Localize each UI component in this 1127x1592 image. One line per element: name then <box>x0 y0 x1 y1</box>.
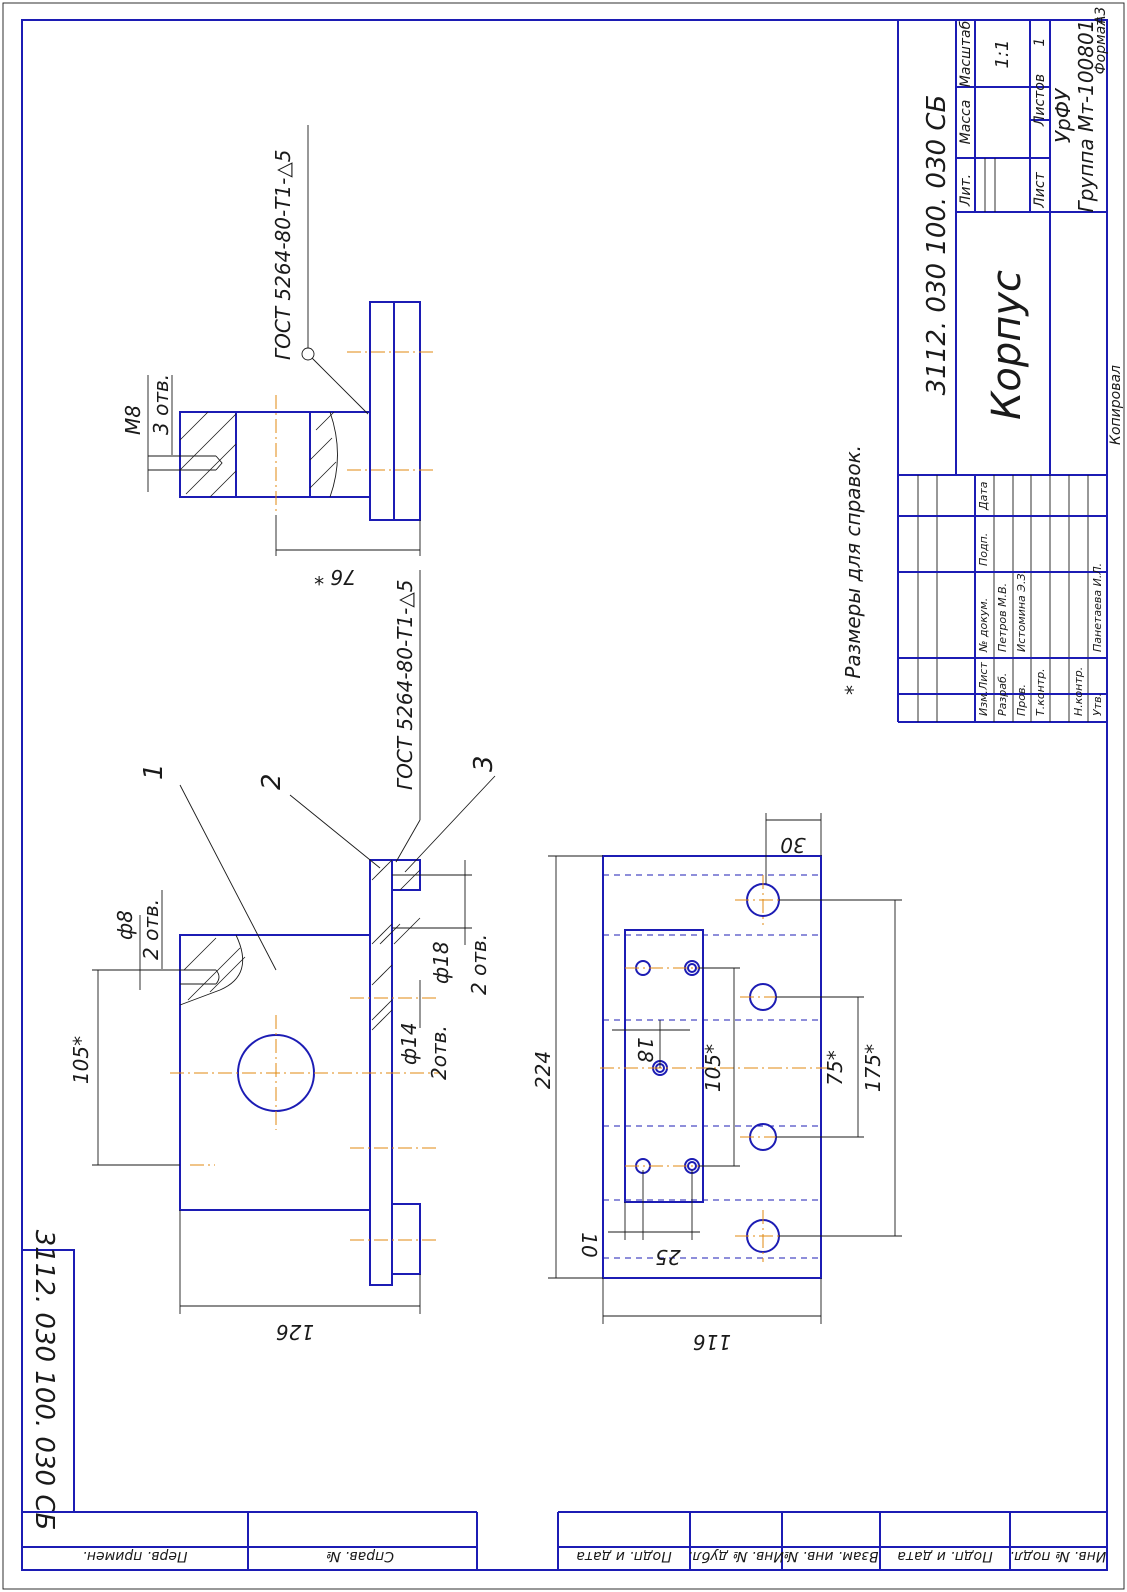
podp-date-1: Подп. и дата <box>576 1548 671 1564</box>
format-label: Формат <box>1093 17 1109 75</box>
vzam-inv: Взам. инв. № <box>783 1548 878 1564</box>
role-4: Н.контр. <box>1072 667 1085 716</box>
scale-label: Масштаб <box>958 20 974 87</box>
dim-d8-note: 2 отв. <box>139 899 163 960</box>
sprav-label: Справ. № <box>326 1548 394 1564</box>
dim-105-plan: 105* <box>701 1044 725 1092</box>
front-view <box>92 570 496 1314</box>
dim-25: 25 <box>655 1245 680 1269</box>
person-1: Истомина Э.З. <box>1015 570 1028 652</box>
inv-dubl: Инв. № дубл. <box>688 1548 784 1564</box>
org-line-1: УрФУ <box>1051 87 1075 143</box>
col-list: Лист <box>977 662 990 691</box>
dim-75: 75* <box>823 1050 847 1085</box>
dim-76: 76 * <box>314 565 356 589</box>
dim-126: 126 <box>276 1320 314 1344</box>
position-2: 2 <box>257 773 287 790</box>
side-view-top <box>147 125 435 556</box>
role-2: Т.контр. <box>1034 668 1047 716</box>
person-0: Петров М.В. <box>996 583 1009 652</box>
dim-224: 224 <box>531 1051 555 1089</box>
dim-d18: ф18 <box>429 941 453 984</box>
dim-m8: М8 <box>121 405 145 435</box>
person-5: Панетаева И.Л. <box>1091 563 1104 652</box>
sheet-label: Лист <box>1032 171 1048 208</box>
weld-symbol-1: ГОСТ 5264-80-Т1-△5 <box>271 150 295 360</box>
mass-label: Масса <box>958 100 974 145</box>
drawing-frame <box>21 19 1108 1571</box>
perv-label: Перв. примен. <box>82 1548 187 1564</box>
dim-175: 175* <box>861 1044 885 1092</box>
weld-symbol-2: ГОСТ 5264-80-Т1-△5 <box>393 580 417 790</box>
col-date: Дата <box>977 481 990 511</box>
sheets-label: Листов <box>1032 74 1048 127</box>
role-0: Разраб. <box>996 673 1009 716</box>
position-3: 3 <box>469 755 499 772</box>
org-line-2: Группа Мт-100801 <box>1074 20 1098 213</box>
sheets-value: 1 <box>1032 38 1048 47</box>
position-1: 1 <box>139 763 169 780</box>
bottom-strip <box>22 1511 1107 1570</box>
part-name: Корпус <box>984 270 1030 420</box>
role-1: Пров. <box>1015 684 1028 716</box>
dim-18-plan: 18 <box>633 1037 657 1062</box>
reference-note: * Размеры для справок. <box>841 445 865 695</box>
scale-value: 1:1 <box>992 40 1013 69</box>
dim-d18-note: 2 отв. <box>467 934 491 995</box>
dim-d8: ф8 <box>113 910 137 940</box>
dim-30: 30 <box>780 833 805 857</box>
dim-116: 116 <box>693 1330 731 1354</box>
dim-105-front: 105* <box>69 1036 93 1084</box>
copied-label: Копировал <box>1108 365 1124 445</box>
dim-m8-note: 3 отв. <box>149 374 173 435</box>
dim-10: 10 <box>577 1232 601 1257</box>
title-block <box>897 20 1107 723</box>
col-izm: Изм. <box>977 690 990 716</box>
format-value: А3 <box>1093 7 1109 26</box>
dim-d14-note: 2отв. <box>427 1025 451 1080</box>
inv-podl: Инв. № подл. <box>1010 1548 1107 1564</box>
side-stamp-text: 3112. 030 100. 030 СБ <box>29 1230 59 1531</box>
col-sign: Подп. <box>977 533 990 566</box>
lit-label: Лит. <box>958 174 974 207</box>
drawing-designation: 3112. 030 100. 030 СБ <box>922 95 952 396</box>
dim-d14: ф14 <box>397 1022 421 1065</box>
podp-date-2: Подп. и дата <box>897 1548 992 1564</box>
col-doc: № докум. <box>977 598 990 653</box>
role-5: Утв. <box>1091 693 1104 716</box>
plan-view <box>548 813 902 1324</box>
